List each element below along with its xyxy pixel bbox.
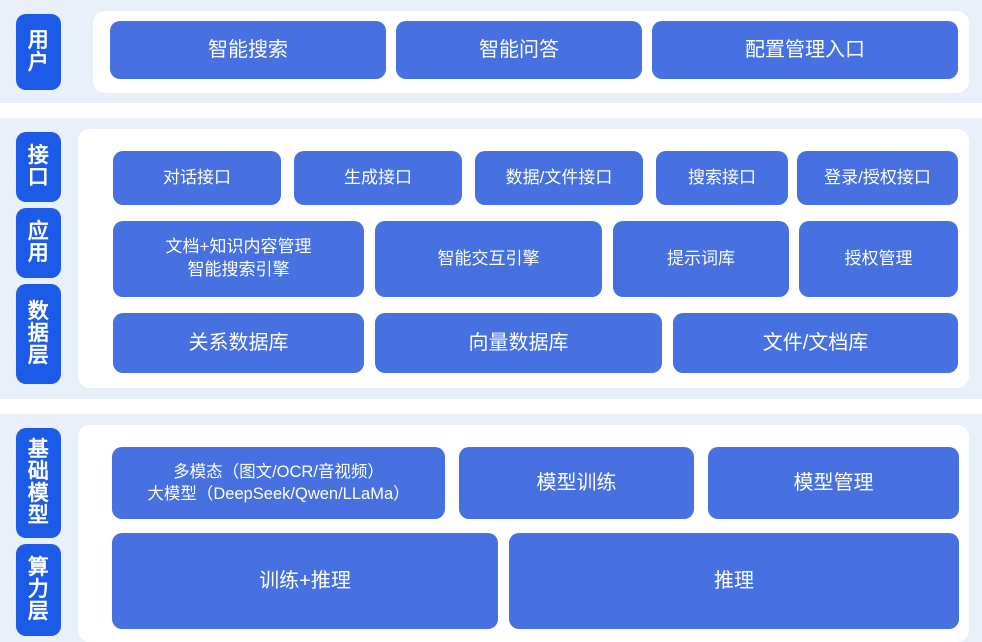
node-interface-dialog-api[interactable]: 对话接口 xyxy=(113,151,281,205)
node-application-prompt-library[interactable]: 提示词库 xyxy=(613,221,789,297)
node-interface-data-file-api[interactable]: 数据/文件接口 xyxy=(475,151,643,205)
node-application-interaction-engine[interactable]: 智能交互引擎 xyxy=(375,221,602,297)
layer-tab-data-label: 数据层 xyxy=(27,299,50,368)
node-foundation-multimodal-llm[interactable]: 多模态（图文/OCR/音视频） 大模型（DeepSeek/Qwen/LLaMa） xyxy=(112,447,445,519)
node-user-config-management-entry[interactable]: 配置管理入口 xyxy=(652,21,958,79)
node-compute-training-inference[interactable]: 训练+推理 xyxy=(112,533,498,629)
layer-tab-application-label: 应用 xyxy=(27,219,50,265)
layer-tab-application[interactable]: 应用 xyxy=(16,208,61,278)
layer-tab-interface[interactable]: 接口 xyxy=(16,132,61,202)
layer-tab-compute-label: 算力层 xyxy=(27,555,50,624)
layer-tab-data[interactable]: 数据层 xyxy=(16,284,61,384)
node-compute-inference[interactable]: 推理 xyxy=(509,533,959,629)
layer-tab-foundation-model[interactable]: 基础模型 xyxy=(16,428,61,538)
layer-tab-user[interactable]: 用户 xyxy=(16,14,61,90)
layer-tab-user-label: 用户 xyxy=(27,28,50,74)
node-interface-generation-api[interactable]: 生成接口 xyxy=(294,151,462,205)
node-interface-login-auth-api[interactable]: 登录/授权接口 xyxy=(797,151,958,205)
node-application-doc-knowledge-management[interactable]: 文档+知识内容管理 智能搜索引擎 xyxy=(113,221,364,297)
layer-tab-interface-label: 接口 xyxy=(27,143,50,189)
node-user-smart-search[interactable]: 智能搜索 xyxy=(110,21,386,79)
node-data-relational-database[interactable]: 关系数据库 xyxy=(113,313,364,373)
node-data-vector-database[interactable]: 向量数据库 xyxy=(375,313,662,373)
layer-tab-compute[interactable]: 算力层 xyxy=(16,544,61,636)
node-application-authorization-management[interactable]: 授权管理 xyxy=(799,221,958,297)
node-interface-search-api[interactable]: 搜索接口 xyxy=(656,151,788,205)
layer-tab-foundation-model-label: 基础模型 xyxy=(27,437,50,528)
node-foundation-model-management[interactable]: 模型管理 xyxy=(708,447,959,519)
node-foundation-model-training[interactable]: 模型训练 xyxy=(459,447,694,519)
node-data-file-document-store[interactable]: 文件/文档库 xyxy=(673,313,958,373)
node-user-smart-qa[interactable]: 智能问答 xyxy=(396,21,642,79)
